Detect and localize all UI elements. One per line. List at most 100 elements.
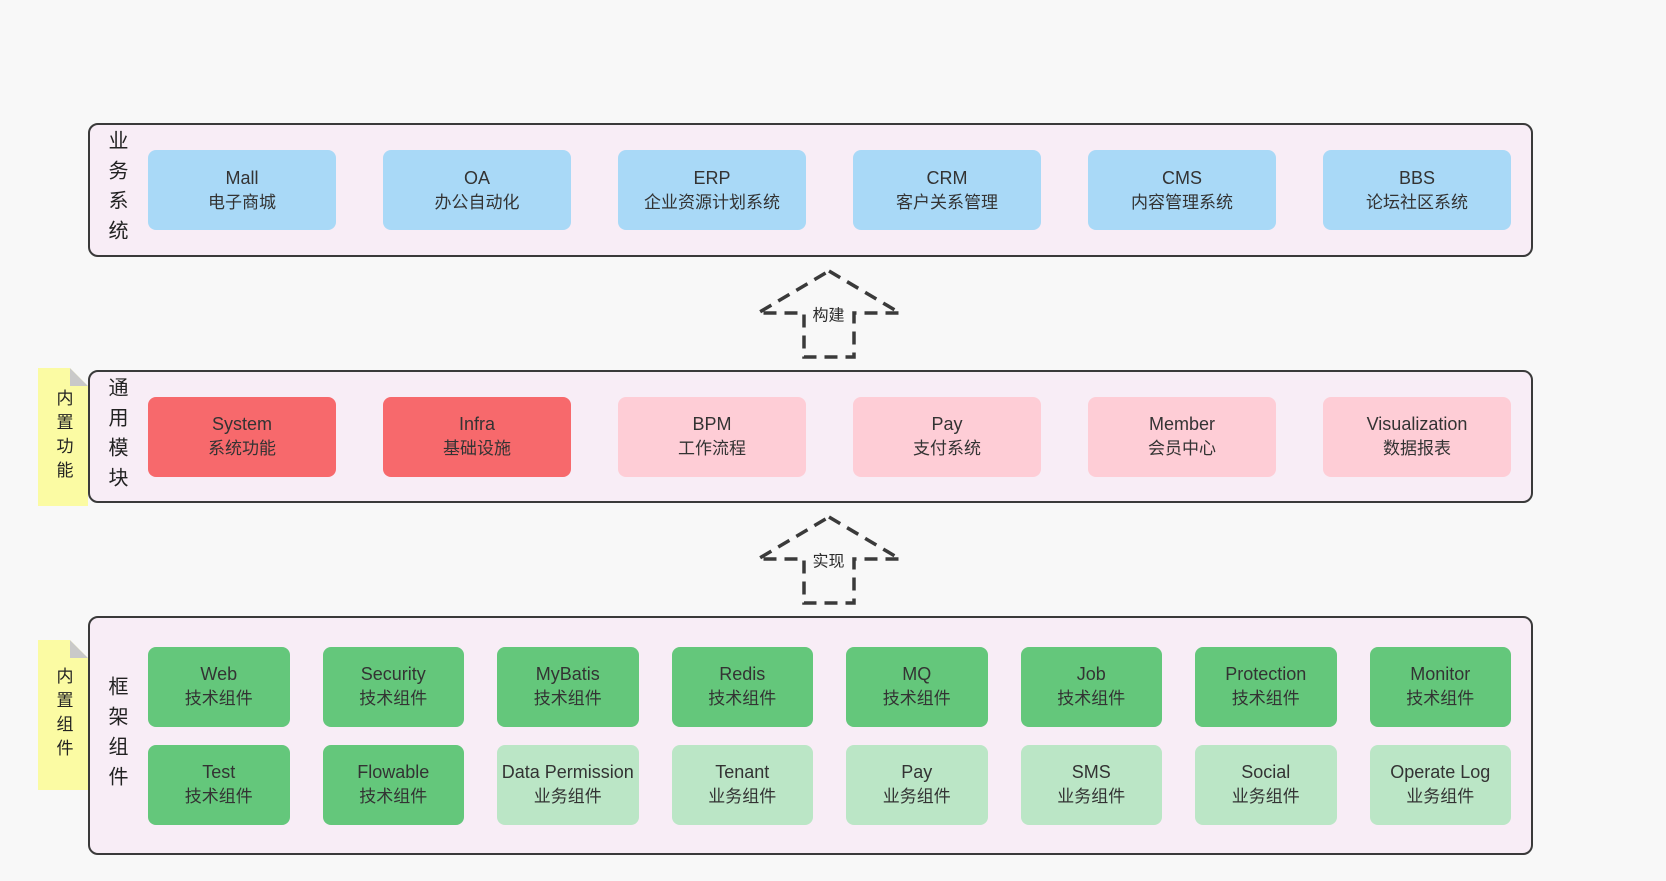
box-desc: 支付系统 xyxy=(913,439,981,459)
box-pay: Pay 业务组件 xyxy=(846,744,988,825)
box-mybatis: MyBatis 技术组件 xyxy=(497,646,639,727)
box-name: OA xyxy=(463,167,490,188)
box-name: Pay xyxy=(901,762,933,783)
box-pay: Pay 支付系统 xyxy=(853,396,1041,477)
box-desc: 系统功能 xyxy=(208,439,276,459)
box-desc: 数据报表 xyxy=(1383,439,1451,459)
box-bbs: BBS 论坛社区系统 xyxy=(1323,150,1511,230)
box-oa: OA 办公自动化 xyxy=(383,150,571,230)
box-desc: 会员中心 xyxy=(1148,439,1216,459)
box-name: CRM xyxy=(926,167,968,188)
arrow-label: 构建 xyxy=(809,299,848,326)
box-desc: 技术组件 xyxy=(533,689,602,709)
box-name: Redis xyxy=(719,664,766,685)
box-name: Pay xyxy=(931,414,963,435)
box-name: CMS xyxy=(1162,167,1202,188)
build-arrow-zone: 实现 xyxy=(88,503,1533,616)
box-name: Protection xyxy=(1225,664,1307,685)
sticky-note-label: 内置组件 xyxy=(53,667,73,763)
box-name: Member xyxy=(1148,414,1215,435)
box-desc: 内容管理系统 xyxy=(1131,192,1233,212)
box-desc: 技术组件 xyxy=(1406,689,1475,709)
box-desc: 技术组件 xyxy=(708,689,777,709)
box-desc: 业务组件 xyxy=(1057,787,1126,807)
box-crm: CRM 客户关系管理 xyxy=(853,150,1041,230)
box-desc: 基础设施 xyxy=(443,439,511,459)
box-flowable: Flowable 技术组件 xyxy=(322,744,464,825)
box-name: Flowable xyxy=(357,762,430,783)
box-member: Member 会员中心 xyxy=(1088,396,1276,477)
box-name: Test xyxy=(202,762,236,783)
arrow-label: 实现 xyxy=(809,545,848,572)
box-desc: 论坛社区系统 xyxy=(1366,192,1468,212)
box-name: SMS xyxy=(1071,762,1111,783)
box-desc: 业务组件 xyxy=(1406,787,1475,807)
sticky-note: 内置组件 xyxy=(38,640,88,790)
box-name: MQ xyxy=(902,664,932,685)
box-job: Job 技术组件 xyxy=(1020,646,1162,727)
box-infra: Infra 基础设施 xyxy=(383,396,571,477)
layer-label: 通用模块 xyxy=(105,376,127,497)
box-erp: ERP 企业资源计划系统 xyxy=(618,150,806,230)
box-cms: CMS 内容管理系统 xyxy=(1088,150,1276,230)
box-name: BBS xyxy=(1398,167,1436,188)
box-desc: 技术组件 xyxy=(359,787,428,807)
box-desc: 业务组件 xyxy=(1231,787,1300,807)
box-name: Security xyxy=(360,664,426,685)
box-mq: MQ 技术组件 xyxy=(846,646,988,727)
box-name: Mall xyxy=(225,167,259,188)
box-desc: 技术组件 xyxy=(359,689,428,709)
box-desc: 技术组件 xyxy=(184,689,253,709)
box-visualization: Visualization 数据报表 xyxy=(1323,396,1511,477)
up-arrow-icon xyxy=(753,514,904,605)
box-desc: 业务组件 xyxy=(882,787,951,807)
box-bpm: BPM 工作流程 xyxy=(618,396,806,477)
box-name: BPM xyxy=(692,414,732,435)
box-desc: 电子商城 xyxy=(208,192,276,212)
box-name: System xyxy=(211,414,272,435)
box-desc: 办公自动化 xyxy=(434,192,520,212)
up-arrow-icon xyxy=(753,268,904,359)
box-desc: 工作流程 xyxy=(678,439,746,459)
box-desc: 技术组件 xyxy=(184,787,253,807)
box-name: Visualization xyxy=(1366,414,1468,435)
box-desc: 业务组件 xyxy=(708,787,777,807)
box-name: Tenant xyxy=(715,762,770,783)
boxes-grid: System 系统功能 Infra 基础设施 BPM 工作流程 Pay 支付系统 Member 会… xyxy=(126,396,1531,477)
box-name: ERP xyxy=(693,167,731,188)
box-desc: 技术组件 xyxy=(1057,689,1126,709)
box-desc: 企业资源计划系统 xyxy=(644,192,780,212)
box-redis: Redis 技术组件 xyxy=(671,646,813,727)
sticky-note: 内置功能 xyxy=(38,368,88,506)
box-name: Data Permission xyxy=(501,762,634,783)
box-sms: SMS 业务组件 xyxy=(1020,744,1162,825)
box-name: Job xyxy=(1076,664,1106,685)
box-desc: 业务组件 xyxy=(533,787,602,807)
box-mall: Mall 电子商城 xyxy=(148,150,336,230)
box-name: Infra xyxy=(458,414,496,435)
box-data-permission: Data Permission 业务组件 xyxy=(497,744,639,825)
box-desc: 客户关系管理 xyxy=(896,192,998,212)
layer-label: 框架组件 xyxy=(105,675,127,796)
box-name: MyBatis xyxy=(535,664,600,685)
box-monitor: Monitor 技术组件 xyxy=(1369,646,1511,727)
box-system: System 系统功能 xyxy=(148,396,336,477)
box-name: Web xyxy=(200,664,238,685)
boxes-grid: Mall 电子商城 OA 办公自动化 ERP 企业资源计划系统 CRM 客户关系管理 CMS 内容… xyxy=(126,150,1531,230)
box-desc: 技术组件 xyxy=(882,689,951,709)
box-name: Monitor xyxy=(1410,664,1471,685)
sticky-note-label: 内置功能 xyxy=(53,389,73,485)
build-arrow-zone: 构建 xyxy=(88,257,1533,370)
box-name: Social xyxy=(1241,762,1291,783)
box-tenant: Tenant 业务组件 xyxy=(671,744,813,825)
box-test: Test 技术组件 xyxy=(148,744,290,825)
layer-label: 业务系统 xyxy=(105,130,127,250)
box-security: Security 技术组件 xyxy=(322,646,464,727)
